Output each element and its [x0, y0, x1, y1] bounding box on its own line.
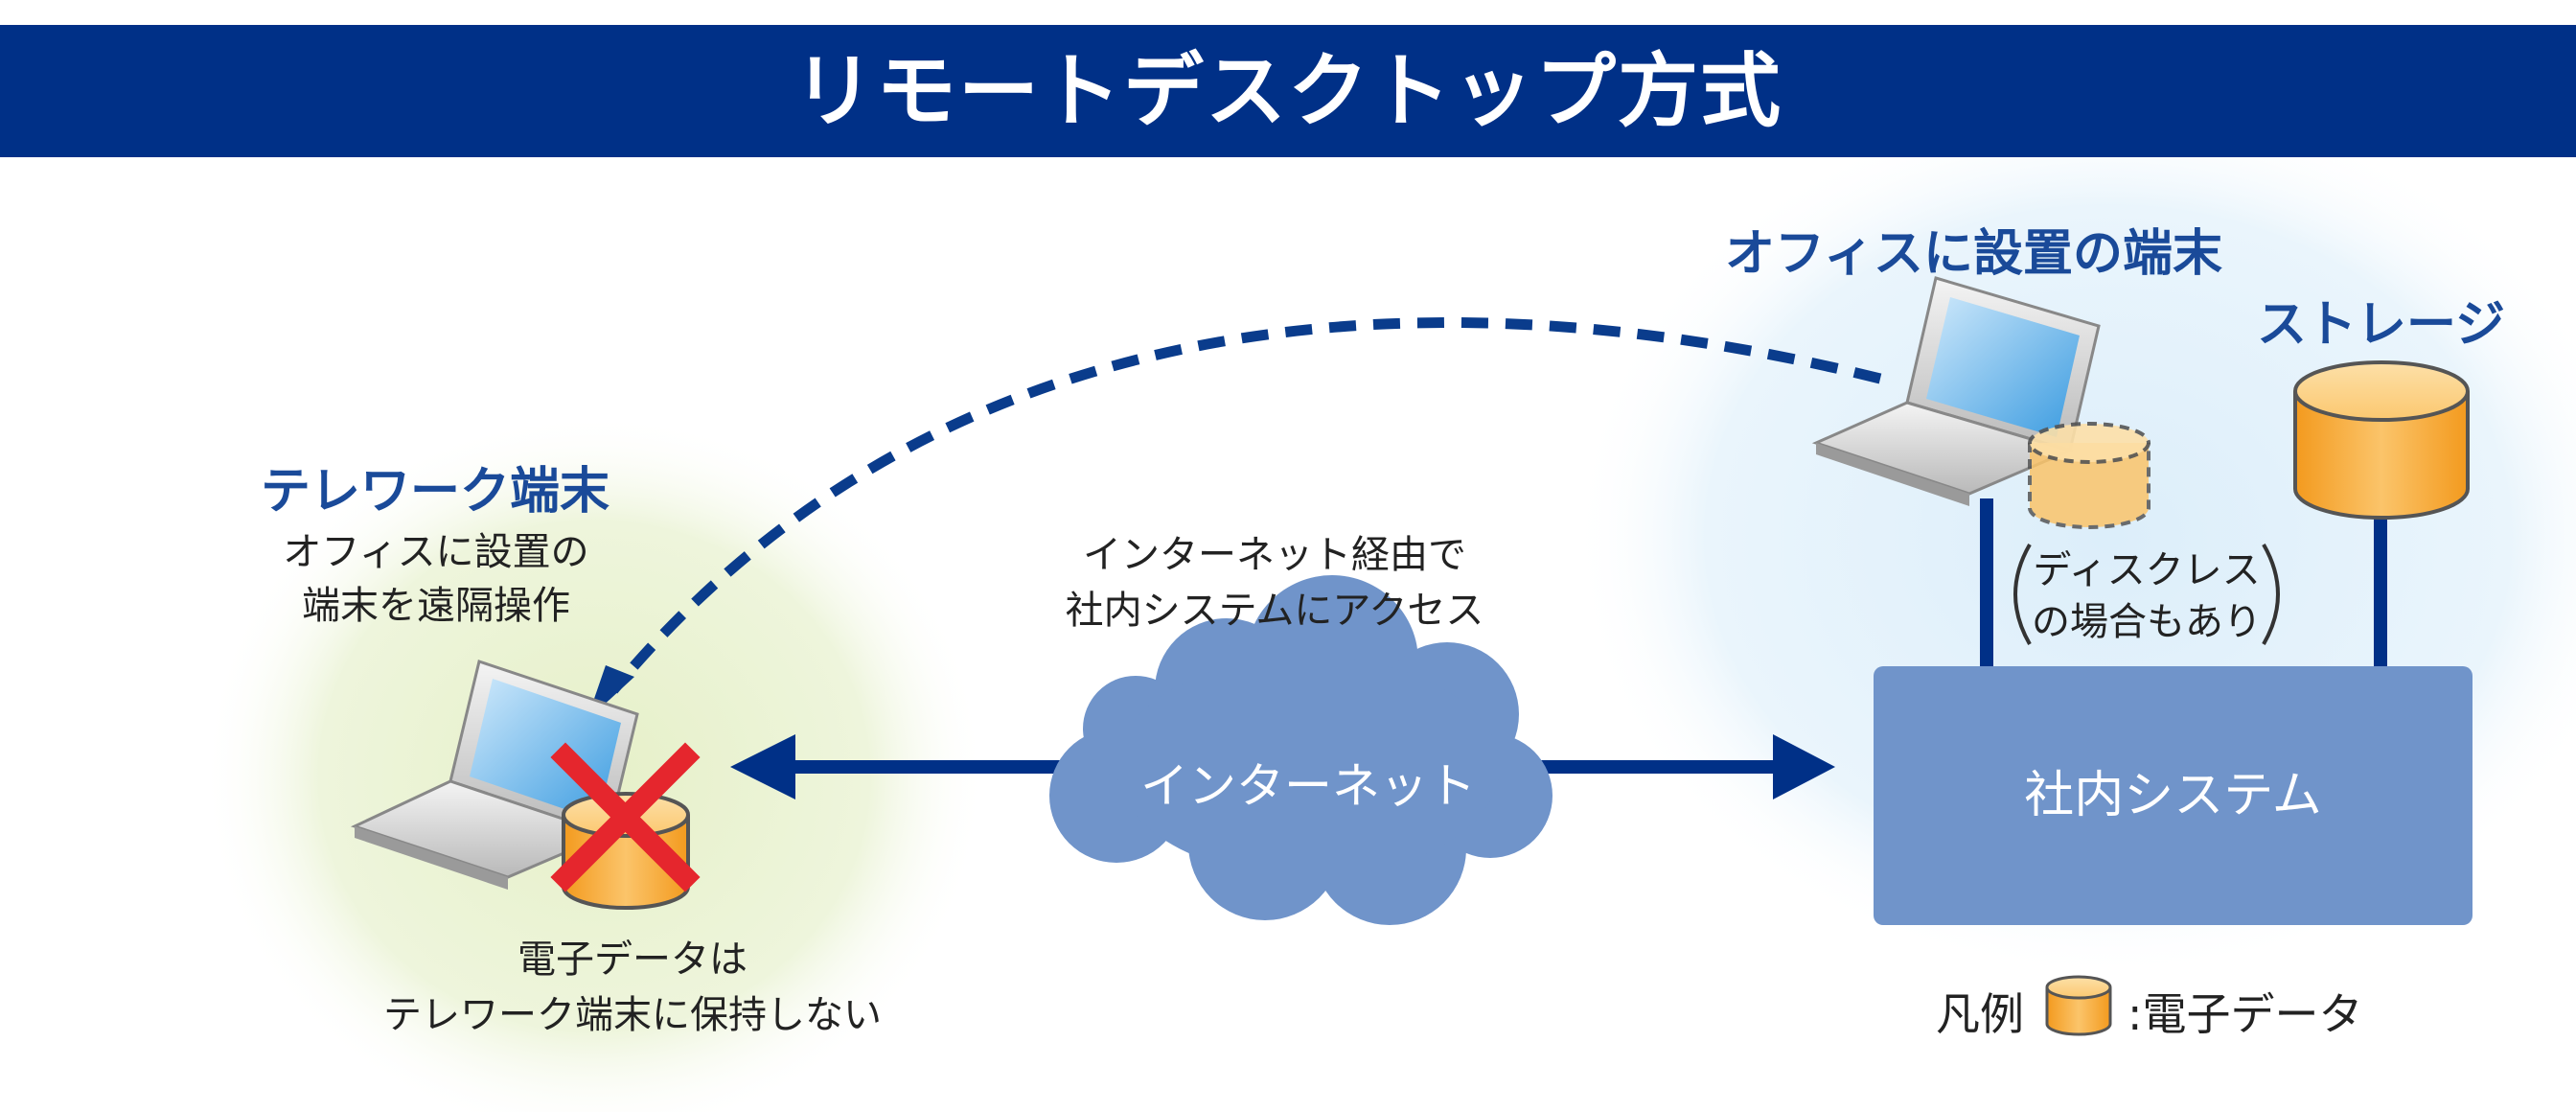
storage-label: ストレージ: [2257, 296, 2505, 354]
internal-system-label: 社内システム: [2024, 767, 2322, 824]
legend-data-icon: [2045, 975, 2112, 1036]
legend-label: :電子データ: [2128, 988, 2363, 1040]
diskless-bracket-right: [2262, 544, 2280, 645]
internet-caption: インターネット経由で 社内システムにアクセス: [1025, 527, 1524, 638]
storage-icon: [2293, 360, 2470, 520]
remote-control-arc: [609, 317, 1882, 694]
diskless-data-icon: [2028, 422, 2150, 529]
storage-connector: [2374, 518, 2387, 671]
internet-caption-line1: インターネット経由で: [1083, 533, 1466, 577]
telework-note-line1: 電子データは: [518, 938, 748, 982]
telework-heading: テレワーク端末: [261, 463, 610, 521]
title-bar: [0, 25, 2576, 157]
telework-note: 電子データは テレワーク端末に保持しない: [345, 932, 920, 1043]
internet-cloud-label: インターネット: [1140, 758, 1476, 814]
internet-cloud: [1049, 575, 1552, 925]
telework-desc: オフィスに設置の 端末を遠隔操作: [259, 525, 613, 633]
office-laptop-icon: [1811, 276, 2101, 506]
legend-prefix: 凡例: [1936, 988, 2024, 1040]
telework-desc-line1: オフィスに設置の: [283, 530, 589, 574]
telework-desc-line2: 端末を遠隔操作: [302, 584, 570, 628]
diskless-note: ディスクレス の場合もあり: [2012, 544, 2281, 648]
internet-caption-line2: 社内システムにアクセス: [1065, 589, 1484, 633]
office-terminal-label: オフィスに設置の端末: [1725, 225, 2222, 283]
diskless-note-line2: の場合もあり: [2032, 600, 2262, 644]
page-title: リモートデスクトップ方式: [793, 44, 1782, 138]
diskless-bracket-left: [2013, 544, 2032, 645]
internal-system-box: [1874, 666, 2472, 925]
prohibited-cross-icon: [550, 742, 701, 892]
left-arrowhead: [730, 734, 795, 799]
terminal-connector: [1980, 498, 1993, 671]
right-arrowhead: [1773, 734, 1835, 799]
telework-note-line2: テレワーク端末に保持しない: [383, 993, 882, 1037]
diskless-note-line1: ディスクレス: [2033, 548, 2261, 592]
